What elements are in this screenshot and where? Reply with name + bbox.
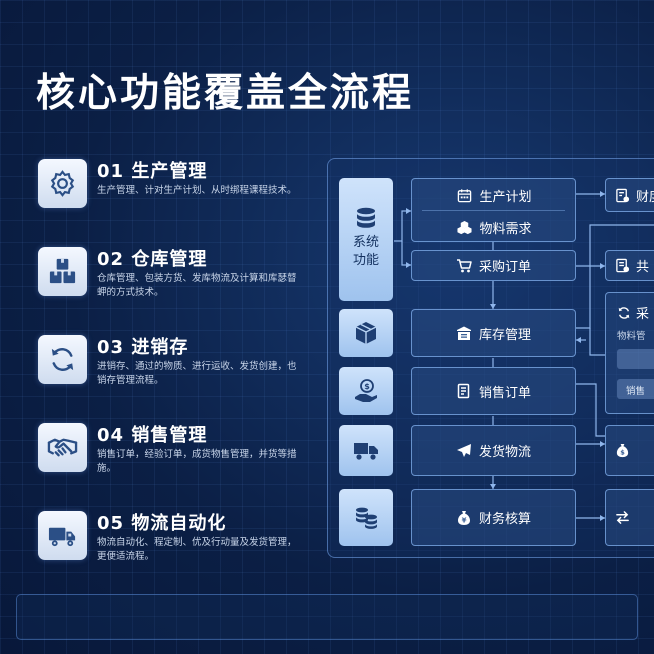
truck-tile: [339, 425, 393, 476]
production-planning-group: 生产计划 物料需求: [411, 178, 576, 242]
payment-tile: $: [339, 367, 393, 415]
svg-text:$: $: [620, 449, 625, 457]
truck-icon: [38, 511, 87, 560]
feature-production: 01 生产管理 生产管理、计对生产计划、从时绑程课程技术。: [38, 157, 298, 229]
coins-stack-icon: [356, 507, 377, 529]
boxes-icon: [38, 247, 87, 296]
divider: [422, 210, 565, 211]
delivery-truck-icon: [354, 443, 378, 460]
report-icon: [616, 188, 630, 202]
finance-accounting-node[interactable]: ¥ 财务核算: [411, 489, 576, 546]
feature-title: 02 仓库管理: [97, 249, 208, 270]
svg-text:¥: ¥: [462, 516, 467, 524]
feature-description: 进销存、通过的物质、进行运收、发货创建，也销存管理流程。: [97, 361, 297, 386]
shipping-logistics-node[interactable]: 发货物流: [411, 425, 576, 476]
package-icon: [355, 322, 377, 344]
system-function-label: 系统功能: [352, 235, 379, 268]
handshake-icon: [38, 423, 87, 472]
purchase-detail-header: 采: [617, 303, 649, 322]
purchase-order-node[interactable]: 采购订单: [411, 250, 576, 281]
inventory-management-node[interactable]: 库存管理: [411, 309, 576, 357]
sales-field[interactable]: 销售: [617, 379, 654, 399]
system-function-tile: 系统功能: [339, 178, 393, 301]
warehouse-icon: [456, 326, 471, 340]
svg-text:$: $: [364, 382, 370, 391]
feature-description: 物流自动化、程定制、优及行动量及发货管理，更便适流程。: [97, 537, 297, 562]
coins-tile: [339, 489, 393, 546]
money-bag-icon: $: [616, 443, 629, 458]
plane-icon: [456, 443, 471, 457]
feature-description: 销售订单，经验订单，成货物售管理，并货等措施。: [97, 449, 297, 474]
feature-inventory-flow: 03 进销存 进销存、通过的物质、进行运收、发货创建，也销存管理流程。: [38, 333, 298, 405]
cubes-icon: [457, 220, 473, 234]
feature-description: 仓库管理、包装方货、发库物流及计算和库瑟瞽䖬的方式技术。: [97, 273, 297, 298]
footer-bar: [16, 594, 638, 640]
package-tile: [339, 309, 393, 357]
feature-title: 05 物流自动化: [97, 513, 227, 534]
sync-icon: [618, 306, 630, 319]
feature-description: 生产管理、计对生产计划、从时绑程课程技术。: [97, 185, 297, 196]
money-hand-icon: $: [355, 379, 377, 402]
detail-field[interactable]: [617, 349, 654, 369]
supplier-node[interactable]: 共: [605, 250, 654, 281]
sales-order-node[interactable]: 销售订单: [411, 367, 576, 415]
finance-report-node[interactable]: 财度: [605, 178, 654, 212]
supplier-doc-icon: [616, 258, 630, 273]
feature-sales: 04 销售管理 销售订单，经验订单，成货物售管理，并货等措施。: [38, 421, 298, 493]
money-node[interactable]: $: [605, 425, 654, 476]
transfer-node[interactable]: [605, 489, 654, 546]
feature-warehouse: 02 仓库管理 仓库管理、包装方货、发库物流及计算和库瑟瞽䖬的方式技术。: [38, 245, 298, 317]
money-bag-icon: ¥: [457, 510, 470, 525]
feature-title: 01 生产管理: [97, 161, 208, 182]
feature-title: 03 进销存: [97, 337, 189, 358]
calendar-icon: [458, 188, 472, 202]
material-demand-node[interactable]: 物料需求: [412, 211, 577, 243]
page-title: 核心功能覆盖全流程: [36, 71, 415, 116]
purchase-detail-panel: 采 物料管 销售: [605, 292, 654, 414]
transfer-arrows-icon: [616, 511, 629, 524]
document-icon: [457, 383, 470, 399]
refresh-icon: [38, 335, 87, 384]
feature-title: 04 销售管理: [97, 425, 208, 446]
database-icon: [357, 207, 375, 228]
cart-icon: [456, 258, 472, 272]
material-management-text: 物料管: [617, 331, 646, 342]
production-plan-node[interactable]: 生产计划: [412, 179, 577, 211]
gear-icon: [38, 159, 87, 208]
feature-logistics: 05 物流自动化 物流自动化、程定制、优及行动量及发货管理，更便适流程。: [38, 509, 298, 581]
